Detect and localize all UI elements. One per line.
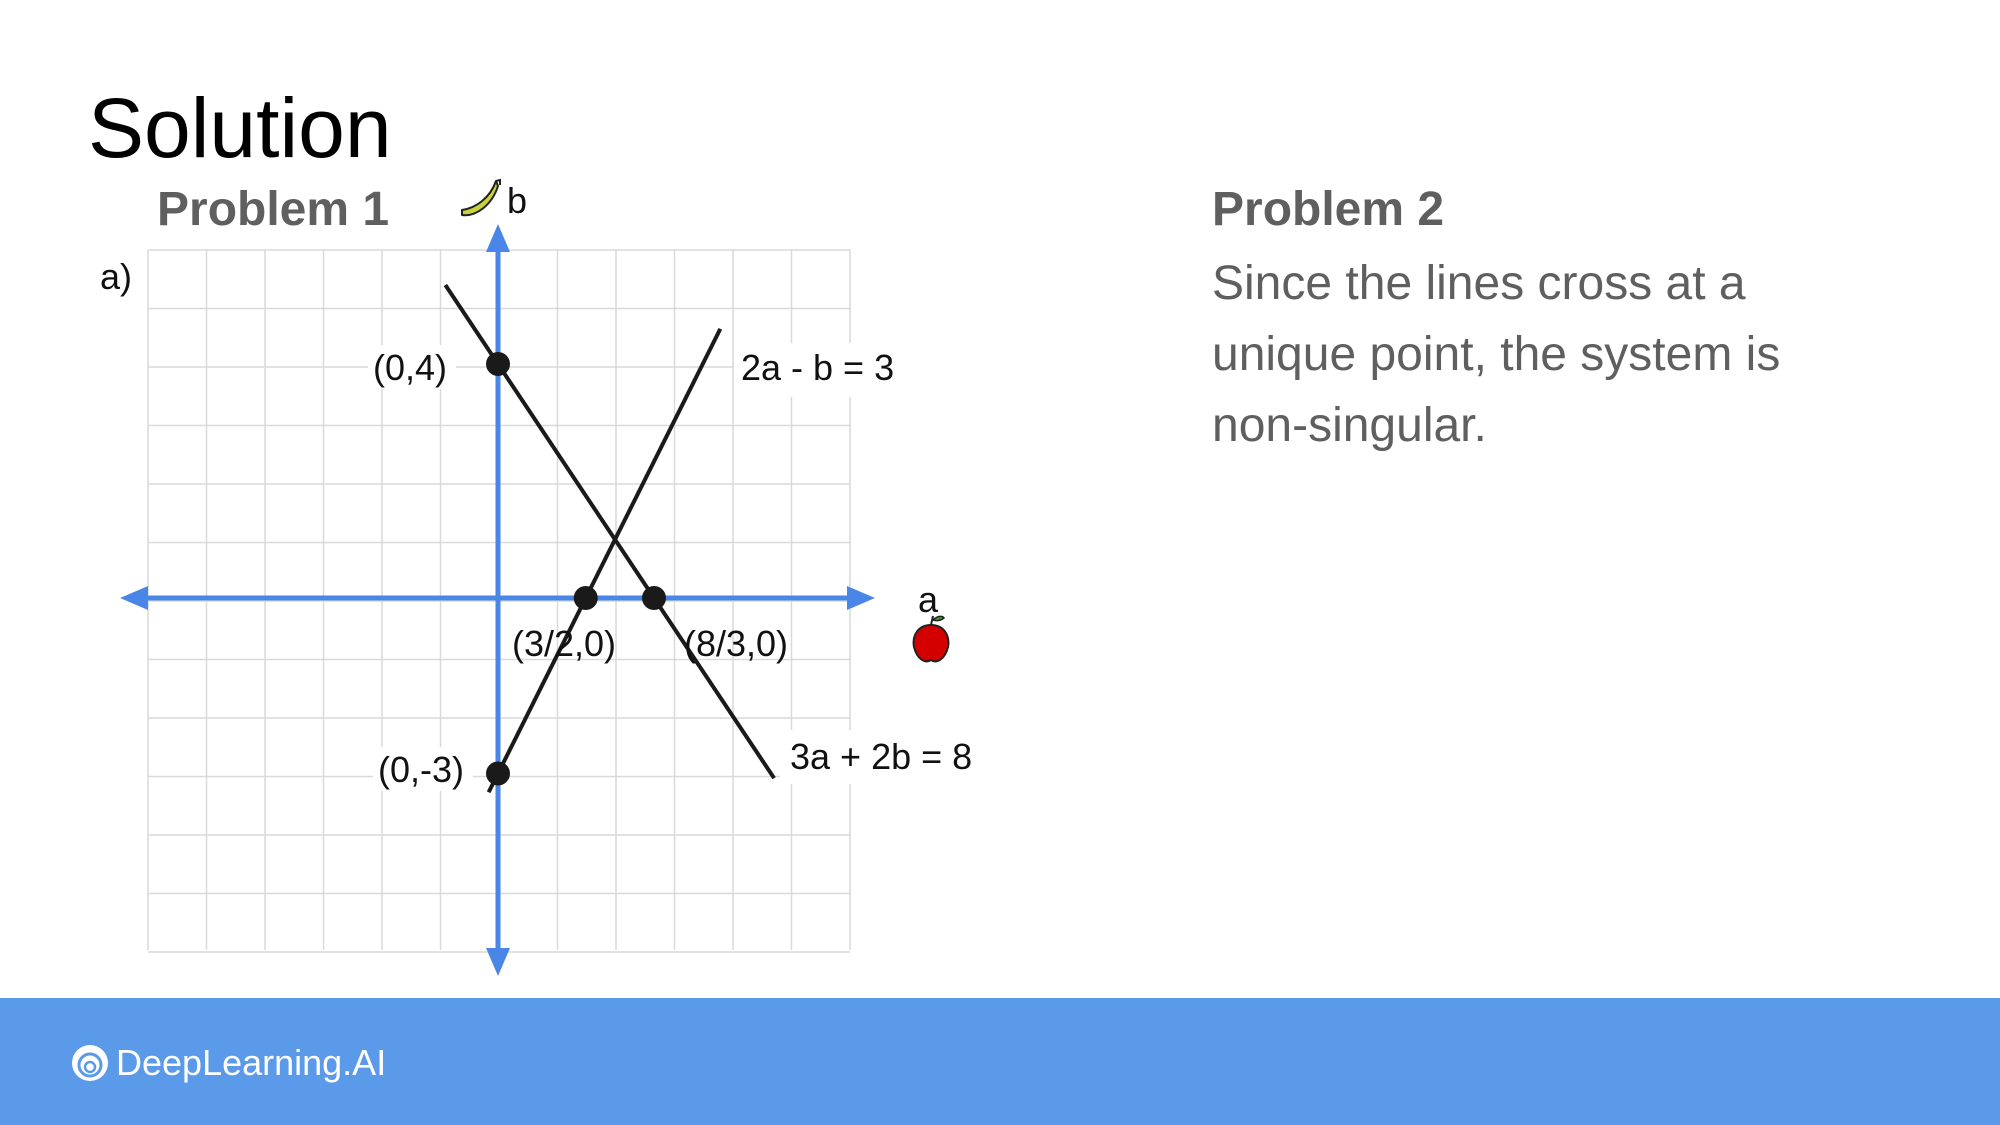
- point-marker-4: [642, 586, 667, 610]
- equation-label-1: 2a - b = 3: [741, 347, 894, 388]
- y-axis-bottom-arrow: [486, 948, 510, 976]
- equation-line-1: [486, 328, 723, 794]
- slide-title: Solution: [88, 81, 392, 175]
- problem2-heading: Problem 2: [1212, 183, 1445, 236]
- equation-label-2: 3a + 2b = 8: [790, 736, 972, 777]
- point-label-8-3-0: (8/3,0): [684, 623, 788, 664]
- problem1-graph: a) (0,4) (0,-3) (3/2,0) (8/3,0) 2a - b =…: [100, 178, 992, 976]
- banana-icon: [461, 178, 501, 217]
- x-axis-right-arrow: [847, 586, 875, 610]
- x-axis-left-arrow: [120, 586, 148, 610]
- x-axis-label: a: [918, 579, 939, 620]
- point-marker-1: [486, 352, 510, 376]
- y-axis-label: b: [507, 180, 527, 221]
- deeplearning-logo-icon: [72, 1045, 108, 1081]
- point-marker-2: [486, 761, 510, 786]
- problem2-text: Since the lines cross at a unique point,…: [1212, 257, 1781, 452]
- problem1-heading: Problem 1: [157, 183, 390, 236]
- footer-bar: [0, 998, 2000, 1125]
- y-axis-top-arrow: [486, 224, 510, 252]
- point-label-0-4: (0,4): [373, 347, 447, 388]
- point-label-3-2-0: (3/2,0): [512, 623, 616, 664]
- point-label-0-neg3: (0,-3): [378, 749, 464, 790]
- part-label: a): [100, 256, 132, 297]
- apple-icon: [912, 615, 950, 663]
- point-marker-3: [573, 586, 598, 610]
- brand: DeepLearning.AI: [70, 1042, 387, 1083]
- brand-name: DeepLearning.AI: [116, 1042, 387, 1083]
